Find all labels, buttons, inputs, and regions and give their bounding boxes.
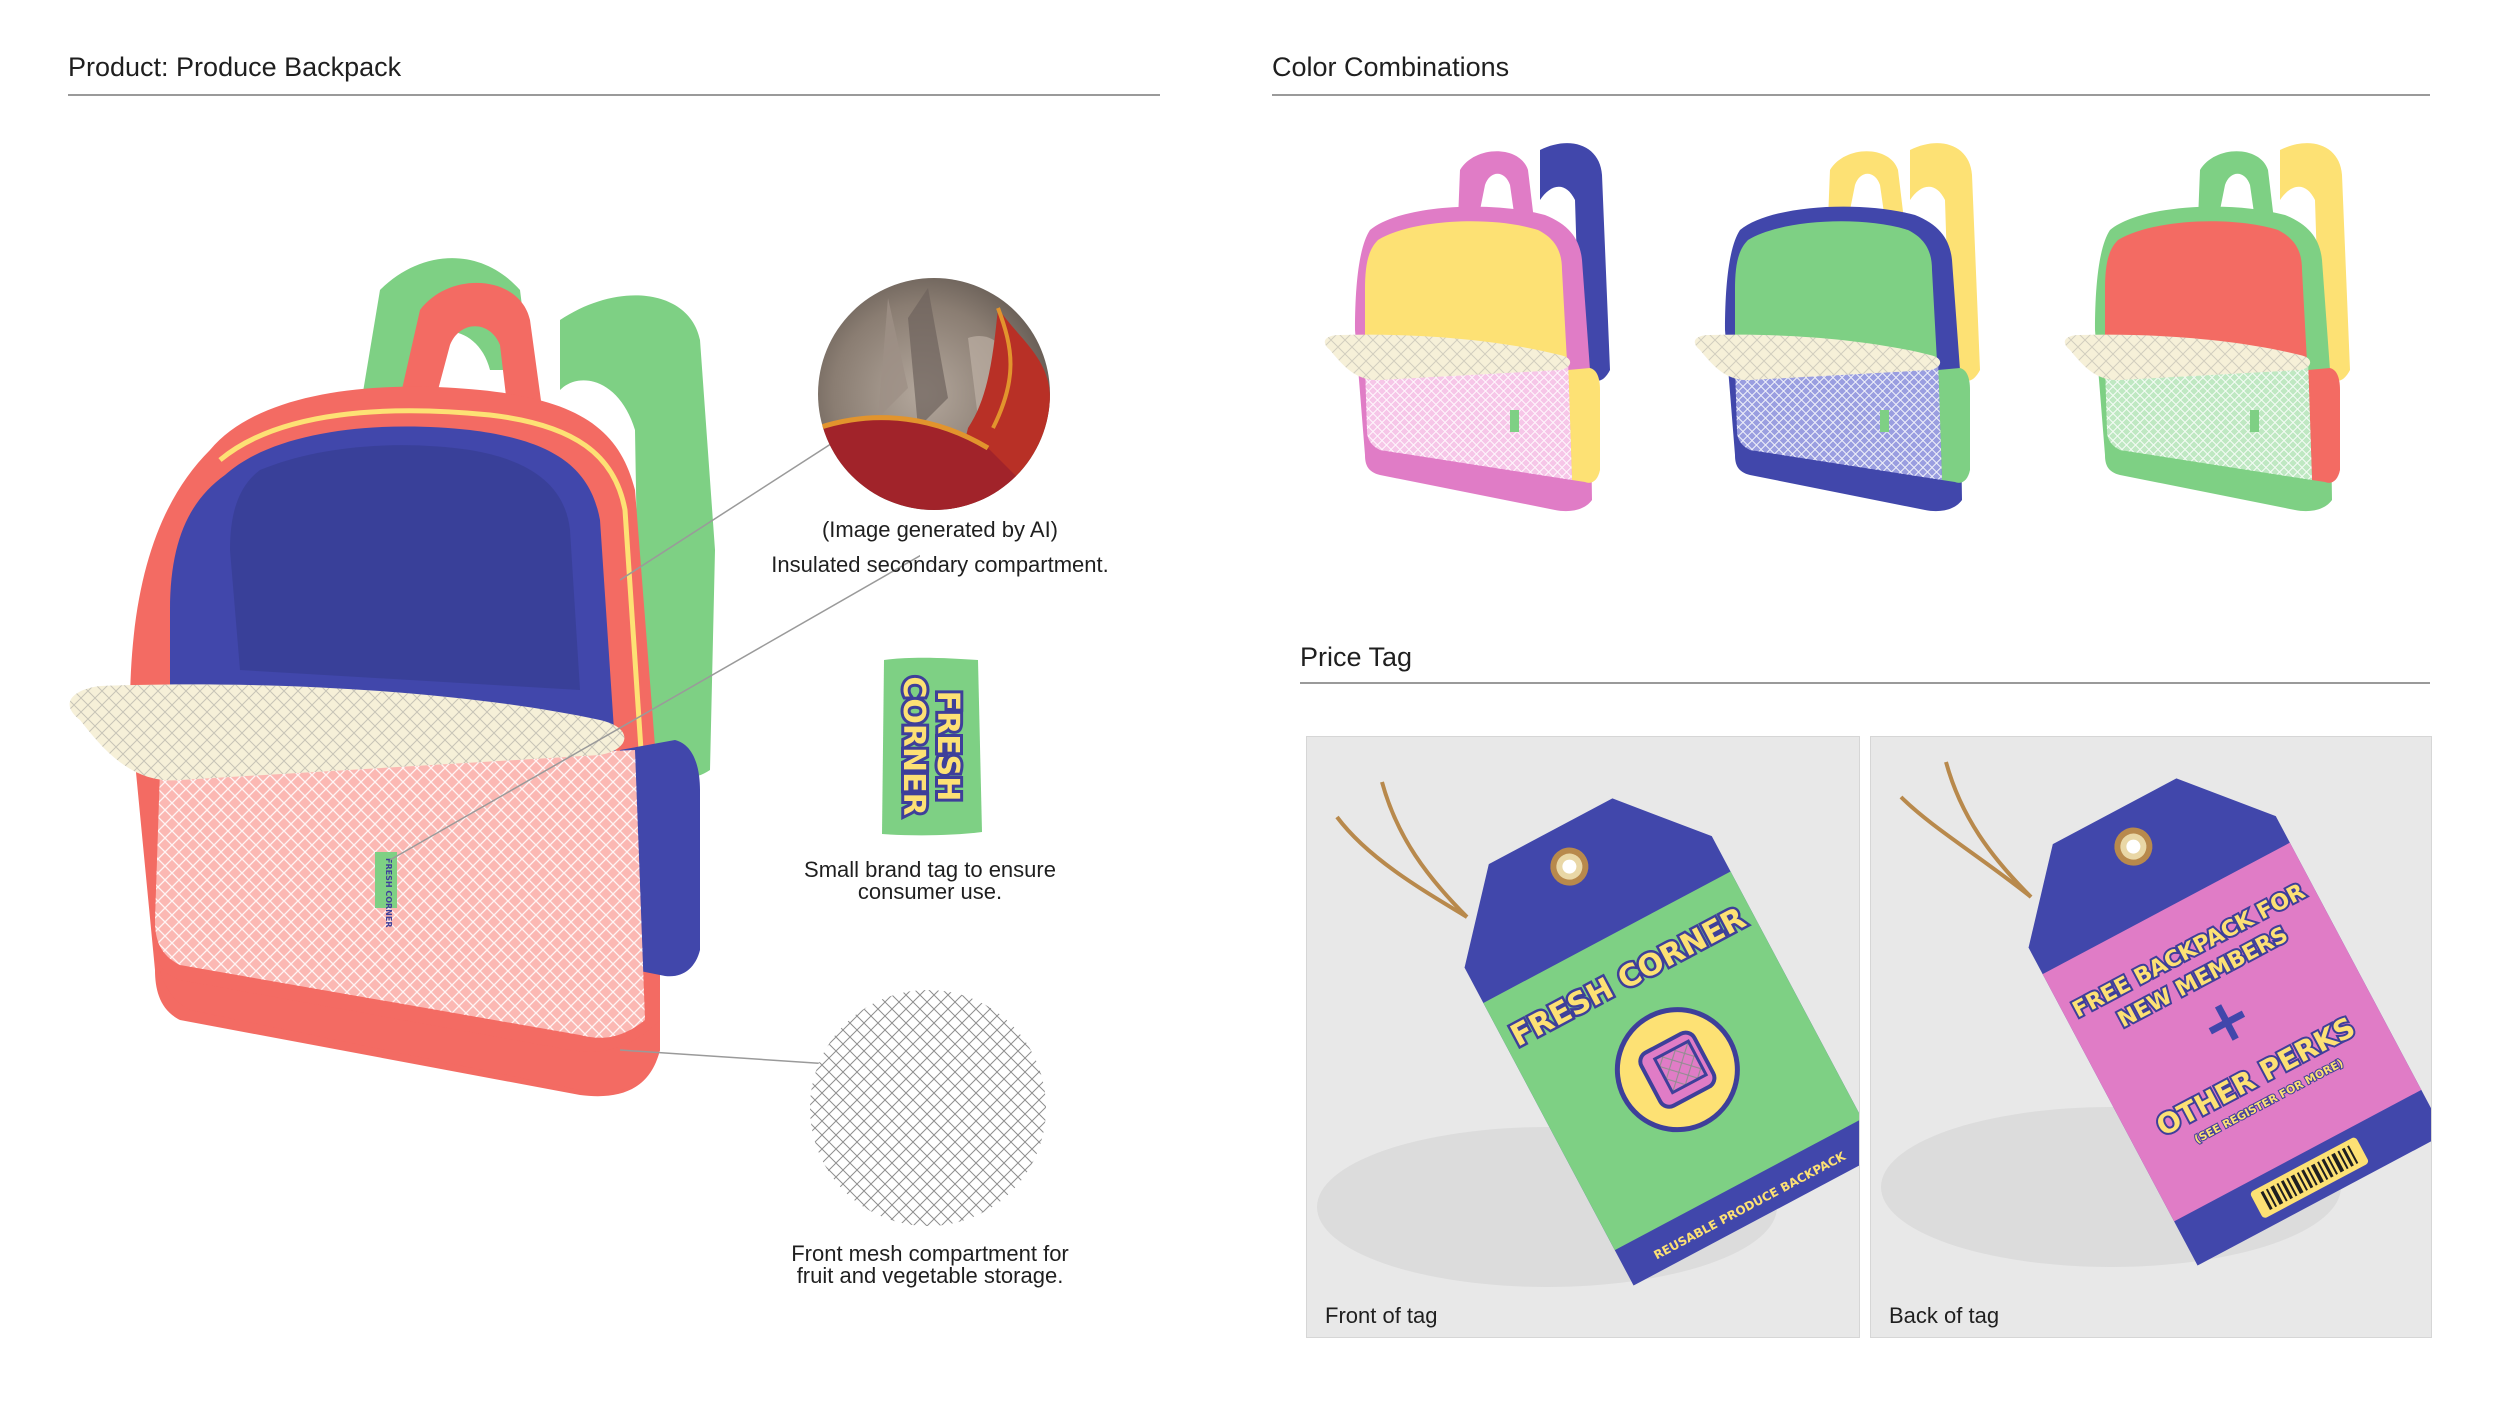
brand-tag-closeup: FRESH CORNER [880, 656, 984, 838]
compartment-caption-2: Insulated secondary compartment. [771, 552, 1109, 577]
brand-tag-line-1: FRESH [930, 691, 965, 802]
compartment-photo [818, 278, 1050, 510]
compartment-caption-1: (Image generated by AI) [821, 517, 1059, 542]
main-backpack: FRESH CORNER [60, 250, 920, 1110]
mesh-closeup [808, 988, 1048, 1228]
price-tag-rule [1300, 682, 2430, 684]
colors-title: Color Combinations [1272, 52, 1510, 82]
backpack-variant-1 [1310, 130, 1630, 520]
brand-tag-caption-1: Small brand tag to ensure [804, 857, 1056, 882]
back-tag-panel: FREE BACKPACK FOR NEW MEMBERS + OTHER PE… [1870, 736, 2432, 1338]
front-tag-panel: FRESH CORNER REUSABLE PRODUCE BACKPACK F… [1306, 736, 1860, 1338]
brand-tag-line-2: CORNER [896, 676, 931, 815]
colors-title-rule [1272, 94, 2430, 96]
back-tag-label: Back of tag [1889, 1303, 2000, 1328]
backpack-variant-2 [1680, 130, 2000, 520]
product-title: Product: Produce Backpack [68, 52, 402, 82]
barcode [2260, 1145, 2359, 1211]
mesh-caption-1: Front mesh compartment for [791, 1241, 1069, 1266]
front-tag-label: Front of tag [1325, 1303, 1438, 1328]
backpack-variant-3 [2050, 130, 2370, 520]
price-tag-title: Price Tag [1300, 642, 1413, 672]
pocket-brand-tag-text: FRESH CORNER [384, 858, 393, 927]
product-title-rule [68, 94, 1160, 96]
brand-tag-caption-2: consumer use. [857, 879, 1003, 904]
mesh-caption-2: fruit and vegetable storage. [796, 1263, 1064, 1288]
